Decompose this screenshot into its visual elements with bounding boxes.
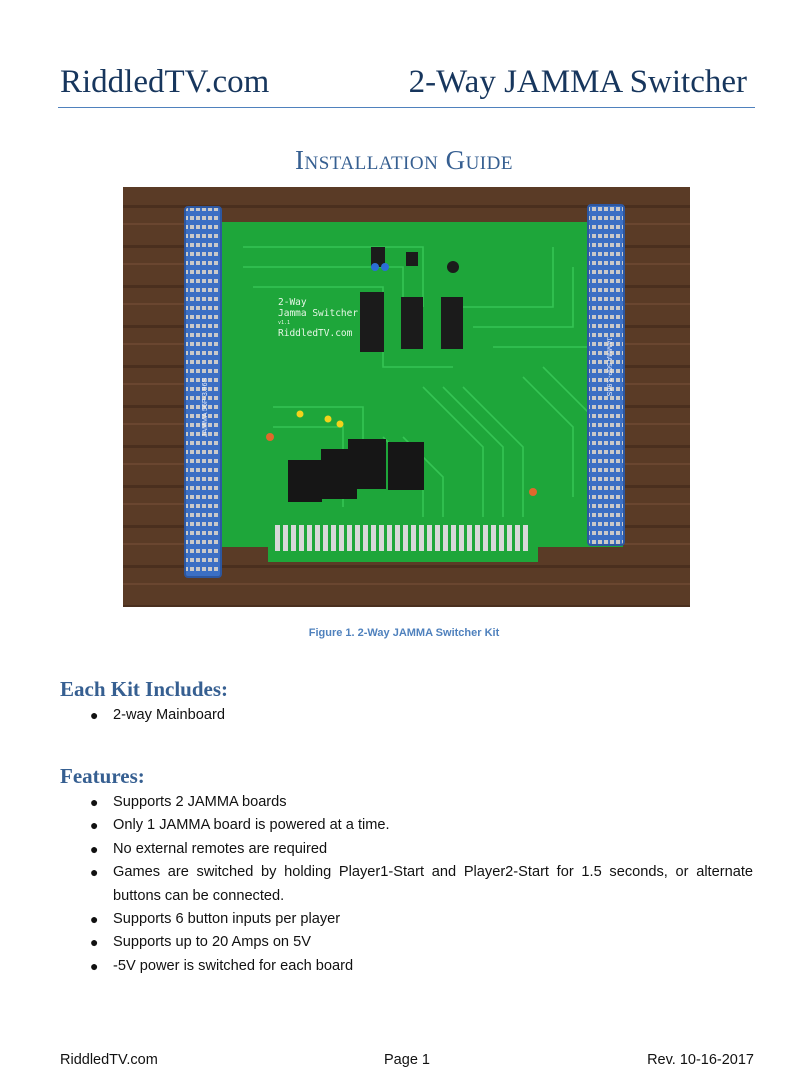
list-item: ● Supports 6 button inputs per player xyxy=(90,908,753,931)
list-item: ● -5V power is switched for each board xyxy=(90,955,753,978)
features-list: ● Supports 2 JAMMA boards ● Only 1 JAMMA b… xyxy=(90,791,753,978)
list-item-text: Supports 6 button inputs per player xyxy=(113,911,341,928)
figure-caption: Figure 1. 2-Way JAMMA Switcher Kit xyxy=(308,627,500,639)
bullet-icon: ● xyxy=(90,817,99,834)
bullet-icon: ● xyxy=(90,864,99,881)
bullet-icon: ● xyxy=(90,707,99,723)
list-item-text: 2-way Mainboard xyxy=(113,707,225,723)
silkscreen-line-1: 2-Way xyxy=(278,297,307,308)
footer-site-name: RiddledTV.com xyxy=(60,1052,158,1068)
list-item: ● Games are switched by holding Player1-S… xyxy=(90,861,753,908)
bullet-icon: ● xyxy=(90,934,99,951)
silkscreen-line-2: Jamma Switcher xyxy=(278,308,358,319)
right-jamma-connector xyxy=(587,204,625,546)
page-number: Page 1 xyxy=(384,1052,430,1068)
list-item-text: -5V power is switched for each board xyxy=(113,957,354,974)
list-item-text: Supports up to 20 Amps on 5V xyxy=(113,934,311,951)
relays xyxy=(288,439,424,502)
silkscreen-line-4: RiddledTV.com xyxy=(278,328,353,339)
page-header: RiddledTV.com 2-Way JAMMA Switcher xyxy=(58,62,755,108)
kit-heading: Each Kit Includes: xyxy=(60,677,229,701)
revision-date: Rev. 10-16-2017 xyxy=(647,1052,754,1068)
list-item: ● Only 1 JAMMA board is powered at a time… xyxy=(90,814,753,837)
silkscreen-line-3: v1.1 xyxy=(278,320,290,326)
list-item-text: Only 1 JAMMA board is powered at a time. xyxy=(113,817,390,834)
bullet-icon: ● xyxy=(90,957,99,974)
header-product-name: 2-Way JAMMA Switcher xyxy=(408,64,747,100)
right-connector-label: JAMMA 56P-3.96S xyxy=(605,337,612,396)
page-footer: RiddledTV.com Page 1 Rev. 10-16-2017 xyxy=(60,1052,754,1072)
kit-list: ● 2-way Mainboard xyxy=(90,704,753,727)
features-heading: Features: xyxy=(60,764,145,788)
list-item: ● No external remotes are required xyxy=(90,838,753,861)
left-jamma-connector xyxy=(184,206,222,578)
bullet-icon: ● xyxy=(90,794,99,810)
header-site-name: RiddledTV.com xyxy=(60,64,270,100)
bullet-icon: ● xyxy=(90,840,99,857)
edge-fingers xyxy=(275,525,528,551)
integrated-circuits xyxy=(360,247,463,352)
document-title: Installation Guide xyxy=(295,145,513,175)
list-item-text: Supports 2 JAMMA boards xyxy=(113,794,287,810)
list-item-text: No external remotes are required xyxy=(113,840,328,857)
list-item: ● Supports 2 JAMMA boards xyxy=(90,791,753,814)
leds-and-parts xyxy=(266,261,537,496)
list-item-text: Games are switched by holding Player1-St… xyxy=(113,864,753,904)
pcb-illustration: 2-Way Jamma Switcher v1.1 RiddledTV.com … xyxy=(123,187,690,607)
list-item: ● 2-way Mainboard xyxy=(90,704,753,727)
left-connector-label: JAMMA 56P-3.96S xyxy=(202,378,209,437)
bullet-icon: ● xyxy=(90,911,99,928)
list-item: ● Supports up to 20 Amps on 5V xyxy=(90,931,753,954)
kit-photo: 2-Way Jamma Switcher v1.1 RiddledTV.com … xyxy=(123,187,690,607)
